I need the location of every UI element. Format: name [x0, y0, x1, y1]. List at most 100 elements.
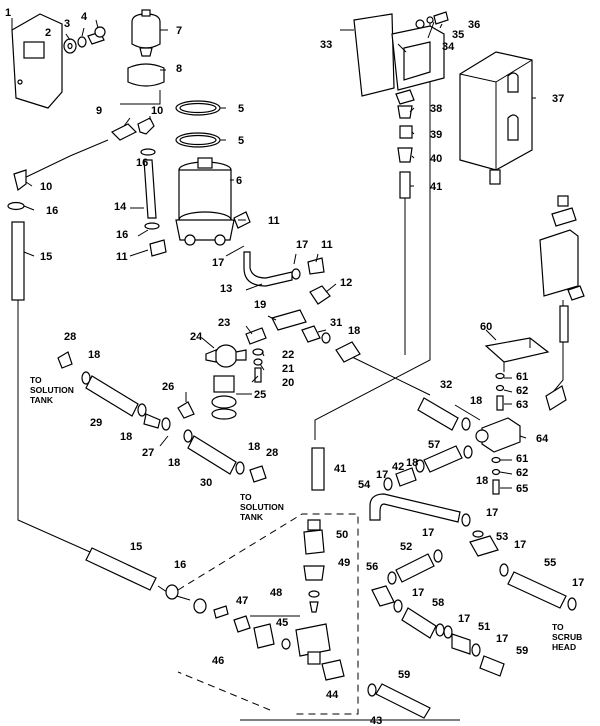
callout-13: 13: [220, 283, 232, 295]
callout-30: 30: [200, 477, 212, 489]
callout-11b: 11: [116, 251, 128, 263]
callout-63: 63: [516, 399, 528, 411]
washer-bolt-set: [63, 26, 106, 54]
callout-49: 49: [338, 557, 350, 569]
callout-58: 58: [432, 597, 444, 609]
callout-16a: 16: [136, 157, 148, 169]
callout-28a: 28: [64, 331, 76, 343]
callout-61b: 61: [516, 453, 528, 465]
callout-28b: 28: [266, 447, 278, 459]
callout-17e: 17: [422, 527, 434, 539]
callout-56: 56: [366, 561, 378, 573]
fitting-44: [321, 659, 345, 681]
callout-21: 21: [282, 363, 294, 375]
callout-64: 64: [536, 433, 549, 445]
fitting-12: [309, 285, 331, 305]
note-line: SCRUB: [552, 632, 582, 642]
callout-2: 2: [45, 27, 51, 39]
callout-48: 48: [270, 587, 282, 599]
callout-9: 9: [96, 105, 102, 117]
hose-59-right: [479, 655, 505, 677]
callout-32: 32: [440, 379, 452, 391]
callout-18e: 18: [248, 441, 260, 453]
callout-43: 43: [370, 715, 382, 726]
note-line: SOLUTION: [240, 502, 284, 512]
hose-15-vertical: [11, 221, 25, 301]
callout-labels: 1 2 3 4 5 5 6 7 8 9 10 10 11 11 11 12 13…: [5, 7, 584, 726]
callout-51: 51: [478, 621, 490, 633]
filter-bowl-part: [131, 9, 161, 57]
tee-fitting-9: [110, 123, 138, 141]
clamp-16-left: [7, 201, 25, 211]
callout-16b: 16: [46, 205, 58, 217]
callout-18c: 18: [120, 431, 132, 443]
callout-31: 31: [330, 317, 342, 329]
callout-1: 1: [5, 7, 11, 19]
callout-15b: 15: [130, 541, 142, 553]
assembly-43-outline: [177, 513, 359, 715]
callout-42: 42: [392, 461, 404, 473]
callout-17h: 17: [412, 587, 424, 599]
callout-62a: 62: [516, 385, 528, 397]
fittings-20-22: [252, 348, 264, 383]
note-line: SOLUTION: [30, 385, 74, 395]
hose-52: [387, 549, 443, 585]
callout-14: 14: [114, 201, 127, 213]
callout-17a: 17: [212, 257, 224, 269]
callout-65: 65: [516, 483, 528, 495]
callout-4: 4: [81, 11, 88, 23]
filter-housing-part: [175, 157, 235, 246]
callout-26: 26: [162, 381, 174, 393]
hose-13: [243, 251, 301, 287]
hose-59-bottom: [367, 683, 431, 719]
fitting-49: [303, 565, 325, 581]
callout-53: 53: [496, 531, 508, 543]
callout-57: 57: [428, 439, 440, 451]
tank-37: [459, 51, 533, 185]
callout-52: 52: [400, 541, 412, 553]
callout-7: 7: [176, 25, 182, 37]
callout-40: 40: [430, 153, 442, 165]
fitting-45: [281, 638, 291, 650]
callout-5b: 5: [238, 135, 244, 147]
callout-27: 27: [142, 447, 154, 459]
callout-17d: 17: [486, 507, 498, 519]
callout-10b: 10: [40, 181, 52, 193]
callout-55: 55: [544, 557, 556, 569]
fitting-23: [245, 327, 267, 345]
callout-19: 19: [254, 299, 266, 311]
note-line: TANK: [30, 395, 54, 405]
callout-10a: 10: [151, 105, 163, 117]
note-line: TANK: [240, 512, 264, 522]
fittings-38-41: [395, 89, 415, 199]
callout-18b: 18: [348, 325, 360, 337]
hose-32: [417, 397, 471, 431]
callout-18f: 18: [470, 395, 482, 407]
callout-17f: 17: [514, 539, 526, 551]
switch-bracket-right: [539, 195, 585, 411]
hose-58: [401, 607, 445, 639]
callout-38: 38: [430, 103, 442, 115]
callout-36: 36: [468, 19, 480, 31]
note-solution-tank-left: TO SOLUTION TANK: [30, 375, 74, 405]
hose-54: [369, 493, 471, 527]
callout-41a: 41: [430, 181, 442, 193]
callout-39: 39: [430, 129, 442, 141]
tee-19: [271, 309, 307, 331]
valve-24: [205, 344, 247, 368]
bracket-33: [353, 11, 449, 97]
bracket-60: [484, 337, 550, 372]
note-line: TO: [240, 492, 252, 502]
callout-45: 45: [276, 617, 288, 629]
callout-17g: 17: [572, 577, 584, 589]
callout-50: 50: [336, 529, 348, 541]
fitting-56: [371, 585, 403, 613]
valve-64: [475, 417, 521, 453]
callout-18g: 18: [476, 475, 488, 487]
bracket-plate-part: [11, 13, 63, 109]
note-scrub-head: TO SCRUB HEAD: [552, 622, 582, 652]
callout-25: 25: [254, 389, 266, 401]
callout-62b: 62: [516, 467, 528, 479]
callout-18d: 18: [168, 457, 180, 469]
callout-59b: 59: [398, 669, 410, 681]
